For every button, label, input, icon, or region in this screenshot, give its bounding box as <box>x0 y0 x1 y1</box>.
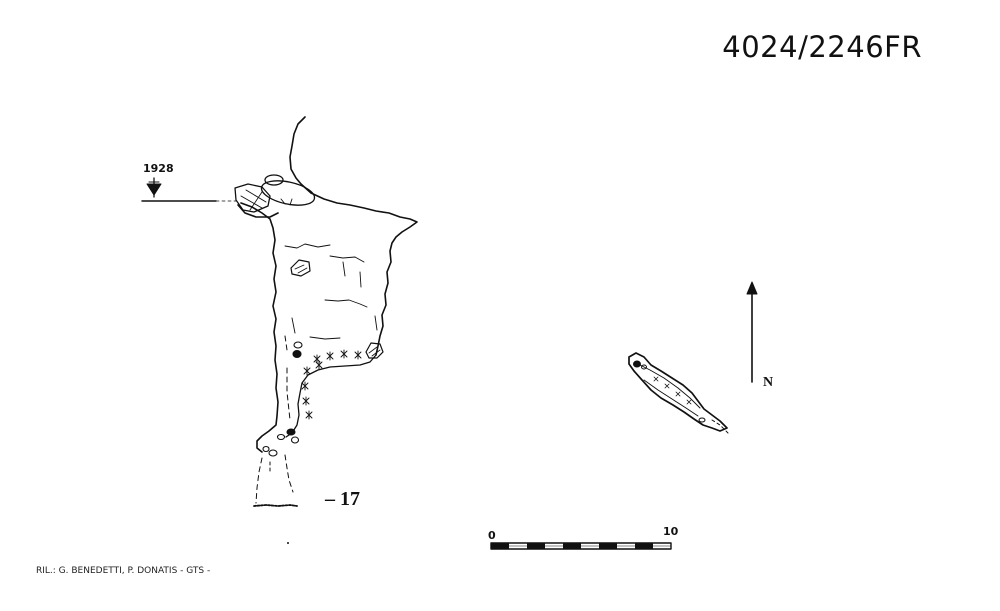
scale-min-label: 0 <box>488 529 496 542</box>
entrance-boulders <box>234 174 316 218</box>
plan-stones <box>633 360 706 423</box>
inner-wall-dashed-2 <box>284 335 288 351</box>
scale-bar <box>490 542 672 550</box>
cave-floor <box>253 504 298 507</box>
paper-speck <box>287 542 289 544</box>
cave-outline-left <box>240 202 279 453</box>
cave-section-view <box>141 116 418 507</box>
passage-stones <box>262 341 303 457</box>
entrance-triangle-icon <box>146 177 162 198</box>
wall-block <box>365 342 384 359</box>
entrance-altitude-label: 1928 <box>143 162 174 175</box>
bottom-passage-dashed <box>255 454 294 504</box>
fallen-block <box>290 259 311 277</box>
scale-max-label: 10 <box>663 525 679 538</box>
cave-plan-view <box>628 352 729 434</box>
plan-outline <box>628 352 728 432</box>
passage-wall-right <box>285 354 377 438</box>
plan-inner-outline <box>639 364 701 417</box>
plan-ice-symbols <box>653 376 692 405</box>
cave-outline-right <box>289 116 418 356</box>
survey-credits: RIL.: G. BENEDETTI, P. DONATIS - GTS - <box>36 566 211 576</box>
inner-wall-dashed <box>286 367 291 421</box>
north-label: N <box>763 375 774 390</box>
cave-catalog-number: 4024/2246FR <box>722 30 922 64</box>
plan-continuation <box>711 419 729 434</box>
depth-label: – 17 <box>325 488 360 510</box>
ice-symbols <box>301 349 362 420</box>
interior-ledges <box>284 243 378 340</box>
north-arrow-icon <box>746 281 758 383</box>
